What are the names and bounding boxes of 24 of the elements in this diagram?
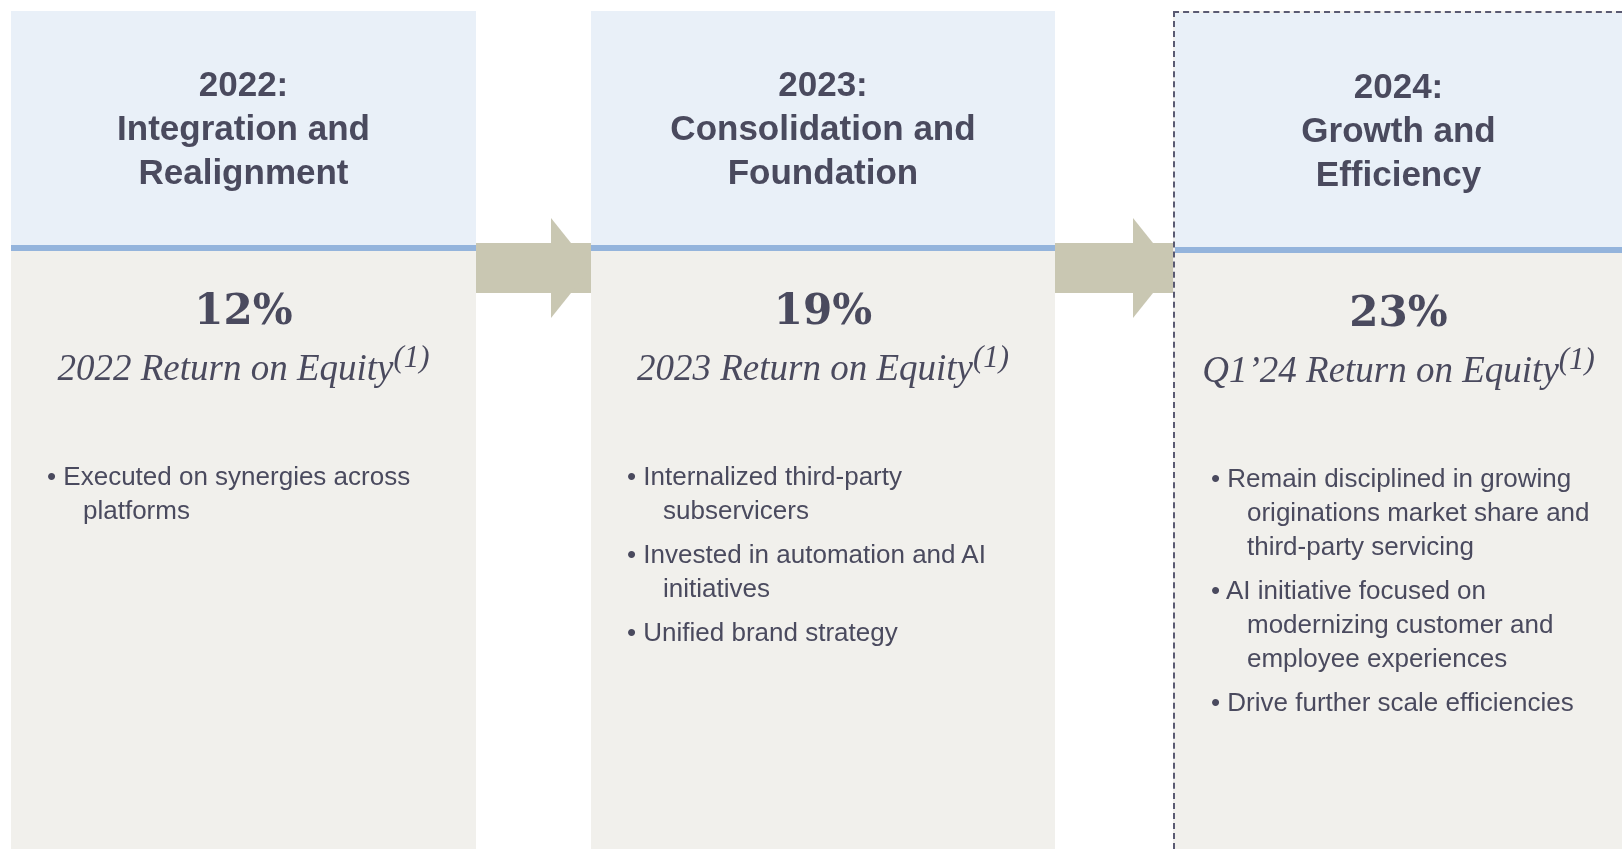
- percentage-value: 23%: [1349, 287, 1448, 336]
- percentage-value: 12%: [194, 285, 293, 334]
- bullet-item: • AI initiative focused on modernizing customer and employee experiences: [1211, 574, 1555, 676]
- year-heading: 2023:: [778, 63, 868, 105]
- bullet-item: • Drive further scale efficiencies: [1211, 686, 1575, 720]
- year-heading: 2022:: [198, 63, 289, 105]
- arrow: [1055, 218, 1173, 318]
- bullet-item: • Invested in automation and AI initiatives: [627, 538, 987, 606]
- column-heading: Integration and Realignment: [116, 107, 371, 193]
- bullet-item: • Unified brand strategy: [627, 616, 899, 650]
- bullet-item: • Internalized third-party subservicers: [627, 460, 903, 528]
- column-panel: [591, 11, 1055, 849]
- bullet-item: • Remain disciplined in growing originations market share and third-party servicing: [1211, 462, 1591, 564]
- arrow: [476, 218, 591, 318]
- subtitle-text: 2022 Return on Equity$^{(1)}$: [57, 340, 430, 390]
- column-heading: Growth and Efficiency: [1300, 109, 1497, 195]
- column-heading: Consolidation and Foundation: [669, 107, 977, 193]
- percentage-value: 19%: [773, 285, 873, 334]
- column-panel: [11, 11, 476, 849]
- column-panel: [1173, 11, 1622, 849]
- subtitle-text: 2023 Return on Equity$^{(1)}$: [637, 340, 1009, 390]
- bullet-item: • Executed on synergies across platforms: [47, 460, 412, 528]
- year-heading: 2024:: [1353, 65, 1444, 107]
- subtitle-text: Q1’24 Return on Equity$^{(1)}$: [1202, 342, 1595, 392]
